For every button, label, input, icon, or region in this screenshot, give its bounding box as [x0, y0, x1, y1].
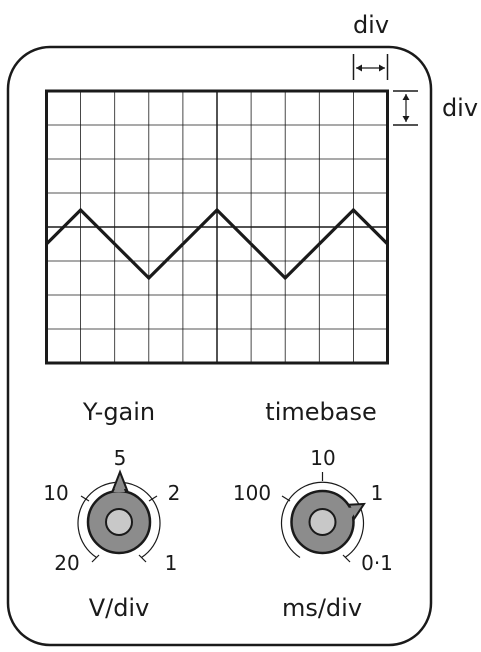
horizontal-division-label: div — [353, 11, 389, 39]
y-gain-title: Y-gain — [82, 398, 155, 426]
y-gain-tick-10 — [80, 495, 90, 502]
y-gain-pointer-fill — [113, 478, 125, 492]
timebase-title: timebase — [265, 398, 376, 426]
y-gain-knob-center — [105, 508, 133, 536]
y-gain-option-1: 1 — [165, 551, 178, 575]
horizontal-division-indicator: div — [352, 11, 389, 80]
vertical-division-label: div — [442, 94, 478, 122]
vertical-division-indicator: div — [393, 90, 478, 126]
timebase-knob[interactable] — [290, 489, 366, 555]
timebase-pointer-fill — [346, 507, 359, 520]
div-arrowheads-horizontal — [356, 64, 385, 72]
y-gain-option-20: 20 — [54, 551, 79, 575]
screen-border — [45, 89, 389, 365]
y-gain-tick-1 — [138, 554, 147, 563]
y-gain-units: V/div — [89, 594, 150, 622]
timebase-option-1: 1 — [371, 481, 384, 505]
y-gain-tick-20 — [91, 554, 100, 563]
y-gain-control: 5 10 2 20 1 — [43, 446, 180, 575]
triangle-wave-trace — [45, 207, 389, 281]
timebase-option-100: 100 — [233, 481, 271, 505]
oscilloscope-screen — [45, 89, 389, 365]
y-gain-knob[interactable] — [86, 469, 152, 555]
y-gain-option-5: 5 — [114, 446, 127, 470]
div-arrowheads-vertical — [402, 94, 410, 122]
timebase-tick-0-1 — [342, 554, 351, 563]
timebase-option-10: 10 — [310, 446, 335, 470]
y-gain-tick-2 — [148, 495, 158, 502]
timebase-knob-center — [308, 508, 337, 536]
y-gain-option-10: 10 — [43, 481, 68, 505]
timebase-scale-arc — [280, 481, 365, 559]
timebase-units: ms/div — [282, 594, 362, 622]
timebase-option-0-1: 0·1 — [361, 551, 393, 575]
y-gain-option-2: 2 — [168, 481, 181, 505]
timebase-control: 10 100 1 0·1 — [233, 446, 393, 575]
timebase-tick-100 — [281, 495, 291, 502]
